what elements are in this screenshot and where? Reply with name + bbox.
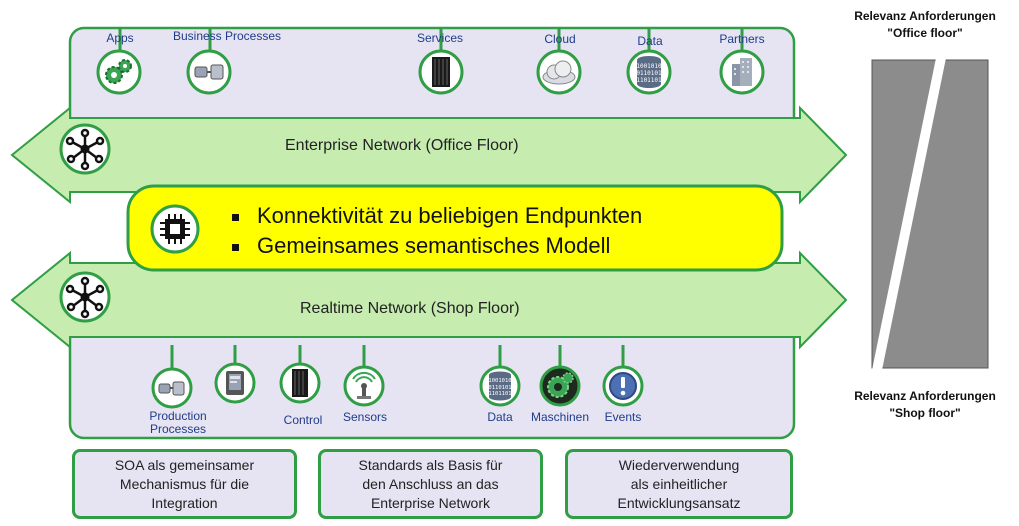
svg-text:0110101: 0110101	[636, 70, 662, 77]
label-maschinen: Maschinen	[530, 410, 590, 424]
server-icon	[279, 362, 321, 404]
realtime-hub	[58, 270, 112, 324]
network-hub-icon	[59, 271, 111, 323]
business-processes-node	[185, 48, 233, 96]
svg-text:1101101: 1101101	[636, 77, 662, 84]
svg-text:1101101: 1101101	[488, 391, 511, 397]
svg-text:1001010: 1001010	[636, 63, 662, 70]
box-soa-text: SOA als gemeinsamer Mechanismus für die …	[114, 457, 255, 511]
partners-node	[718, 48, 766, 96]
events-node	[601, 364, 645, 408]
server-icon	[418, 49, 464, 95]
label-apps: Apps	[106, 31, 134, 45]
label-production-processes: Production Processes	[149, 409, 207, 436]
process-icon	[151, 367, 193, 409]
network-hub-icon	[59, 123, 111, 175]
cloud-icon	[536, 49, 582, 95]
box-standards: Standards als Basis für den Anschluss an…	[318, 449, 543, 519]
box-standards-text: Standards als Basis für den Anschluss an…	[358, 457, 503, 511]
tablet-node	[213, 361, 257, 405]
maschinen-node	[538, 364, 582, 408]
relevance-bottom-label: Relevanz Anforderungen "Shop floor"	[830, 388, 1019, 422]
realtime-network-title: Realtime Network (Shop Floor)	[300, 300, 520, 317]
relevance-divider	[872, 58, 946, 370]
label-data-bottom: Data	[487, 410, 513, 424]
label-partners: Partners	[719, 32, 765, 46]
box-soa: SOA als gemeinsamer Mechanismus für die …	[72, 449, 297, 519]
cloud-node	[535, 48, 583, 96]
control-node	[278, 361, 322, 405]
alert-icon	[602, 365, 644, 407]
data-node-bottom: 1001010 0110101 1101101	[478, 364, 522, 408]
binary-data-icon: 1001010 0110101 1101101	[626, 49, 672, 95]
tablet-icon	[214, 362, 256, 404]
svg-text:0110101: 0110101	[488, 385, 511, 391]
box-reuse-text: Wiederverwendung als einheitlicher Entwi…	[617, 457, 741, 511]
relevance-top-label: Relevanz Anforderungen "Office floor"	[830, 8, 1019, 42]
box-reuse: Wiederverwendung als einheitlicher Entwi…	[565, 449, 793, 519]
binary-data-icon: 1001010 0110101 1101101	[479, 365, 521, 407]
label-business-processes: Business Processes	[172, 29, 282, 43]
bullet-2-text: Gemeinsames semantisches Modell	[257, 233, 611, 258]
chip-node	[150, 204, 200, 254]
production-processes-node	[150, 366, 194, 410]
process-icon	[186, 49, 232, 95]
bullet-2: Gemeinsames semantisches Modell	[232, 233, 610, 259]
relevance-bottom-line1: Relevanz Anforderungen	[854, 389, 996, 403]
label-cloud: Cloud	[544, 32, 576, 46]
sensor-icon	[343, 365, 385, 407]
svg-text:1001010: 1001010	[488, 378, 511, 384]
sensors-node	[342, 364, 386, 408]
label-events: Events	[604, 410, 642, 424]
label-services: Services	[416, 31, 463, 45]
label-control: Control	[283, 413, 323, 427]
services-node	[417, 48, 465, 96]
enterprise-hub	[58, 122, 112, 176]
bullet-marker	[232, 243, 239, 251]
gears-icon	[96, 49, 142, 95]
enterprise-network-title: Enterprise Network (Office Floor)	[285, 137, 519, 154]
label-sensors: Sensors	[342, 410, 388, 424]
relevance-top-line2: "Office floor"	[887, 26, 963, 40]
enterprise-network-arrow	[10, 105, 848, 205]
apps-node	[95, 48, 143, 96]
bullet-1-text: Konnektivität zu beliebigen Endpunkten	[257, 203, 643, 228]
center-box	[126, 184, 784, 272]
relevance-bar	[871, 59, 989, 369]
realtime-network-arrow	[10, 250, 848, 350]
building-icon	[719, 49, 765, 95]
label-data-top: Data	[637, 34, 663, 48]
bullet-marker	[232, 213, 239, 221]
bullet-1: Konnektivität zu beliebigen Endpunkten	[232, 203, 642, 229]
chip-icon	[150, 204, 200, 254]
data-node-top: 1001010 0110101 1101101	[625, 48, 673, 96]
gears-icon	[539, 365, 581, 407]
relevance-top-line1: Relevanz Anforderungen	[854, 9, 996, 23]
relevance-bottom-line2: "Shop floor"	[889, 406, 961, 420]
